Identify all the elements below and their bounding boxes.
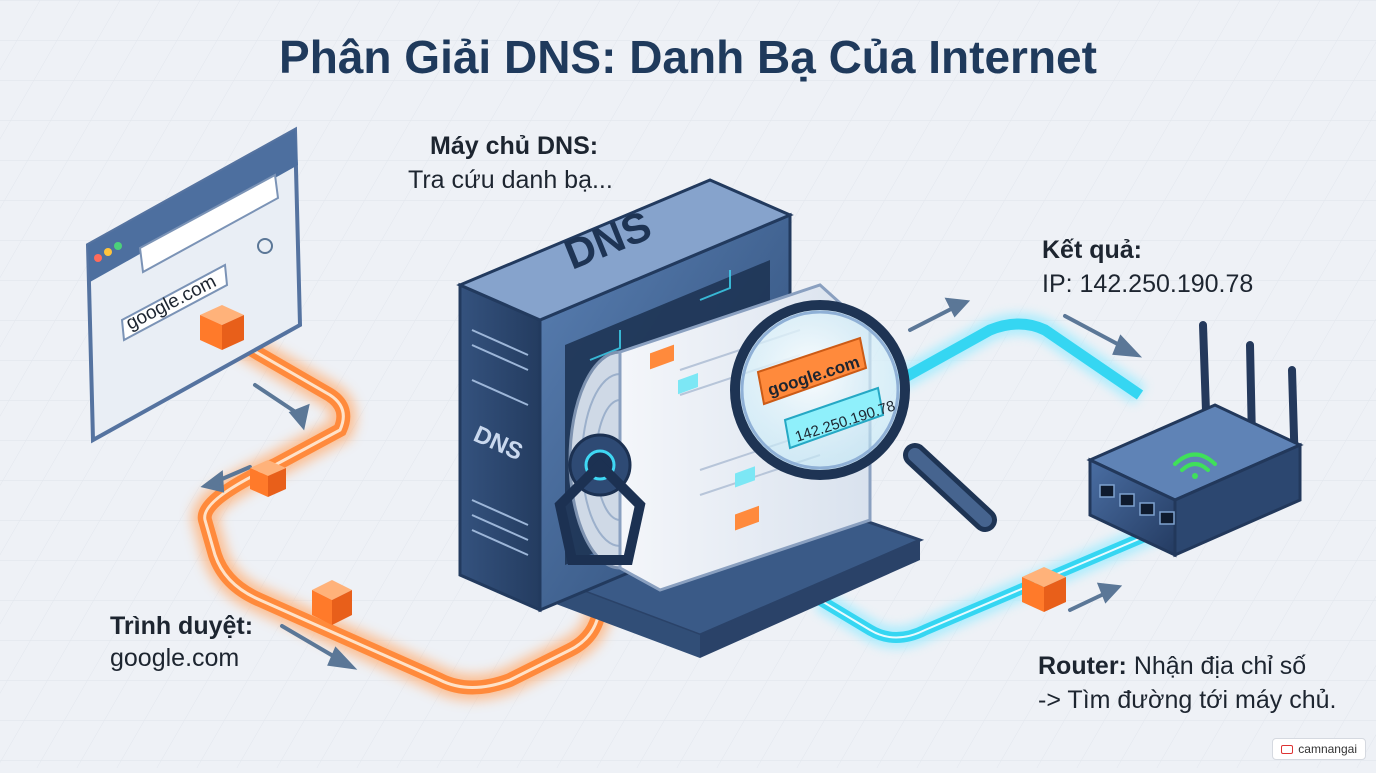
watermark-badge: camnangai: [1272, 738, 1366, 760]
brand-icon: [1281, 744, 1294, 754]
browser-label-title: Trình duyệt:: [110, 612, 254, 640]
router-label-title: Router:: [1038, 652, 1127, 680]
router-label-line1: Router: Nhận địa chỉ số: [1038, 652, 1306, 681]
result-label-text: IP: 142.250.190.78: [1042, 270, 1254, 298]
router-label-line2: -> Tìm đường tới máy chủ.: [1038, 686, 1337, 714]
flow-arrows: [200, 297, 1143, 670]
page-title: Phân Giải DNS: Danh Bạ Của Internet: [279, 31, 1097, 83]
server-label-text: Tra cứu danh bạ...: [408, 166, 613, 194]
response-path-cyan: [814, 313, 1165, 649]
watermark-text: camnangai: [1298, 742, 1357, 756]
result-label-title: Kết quả:: [1042, 236, 1142, 264]
browser-label-text: google.com: [110, 644, 240, 672]
router-label-rest: Nhận địa chỉ số: [1126, 652, 1307, 680]
magnifier-icon: [730, 300, 997, 532]
server-label-title: Máy chủ DNS:: [430, 132, 599, 160]
router: [1086, 321, 1304, 558]
browser-window: [85, 126, 303, 444]
request-path-orange: [191, 328, 613, 701]
data-packets: [200, 305, 1066, 625]
